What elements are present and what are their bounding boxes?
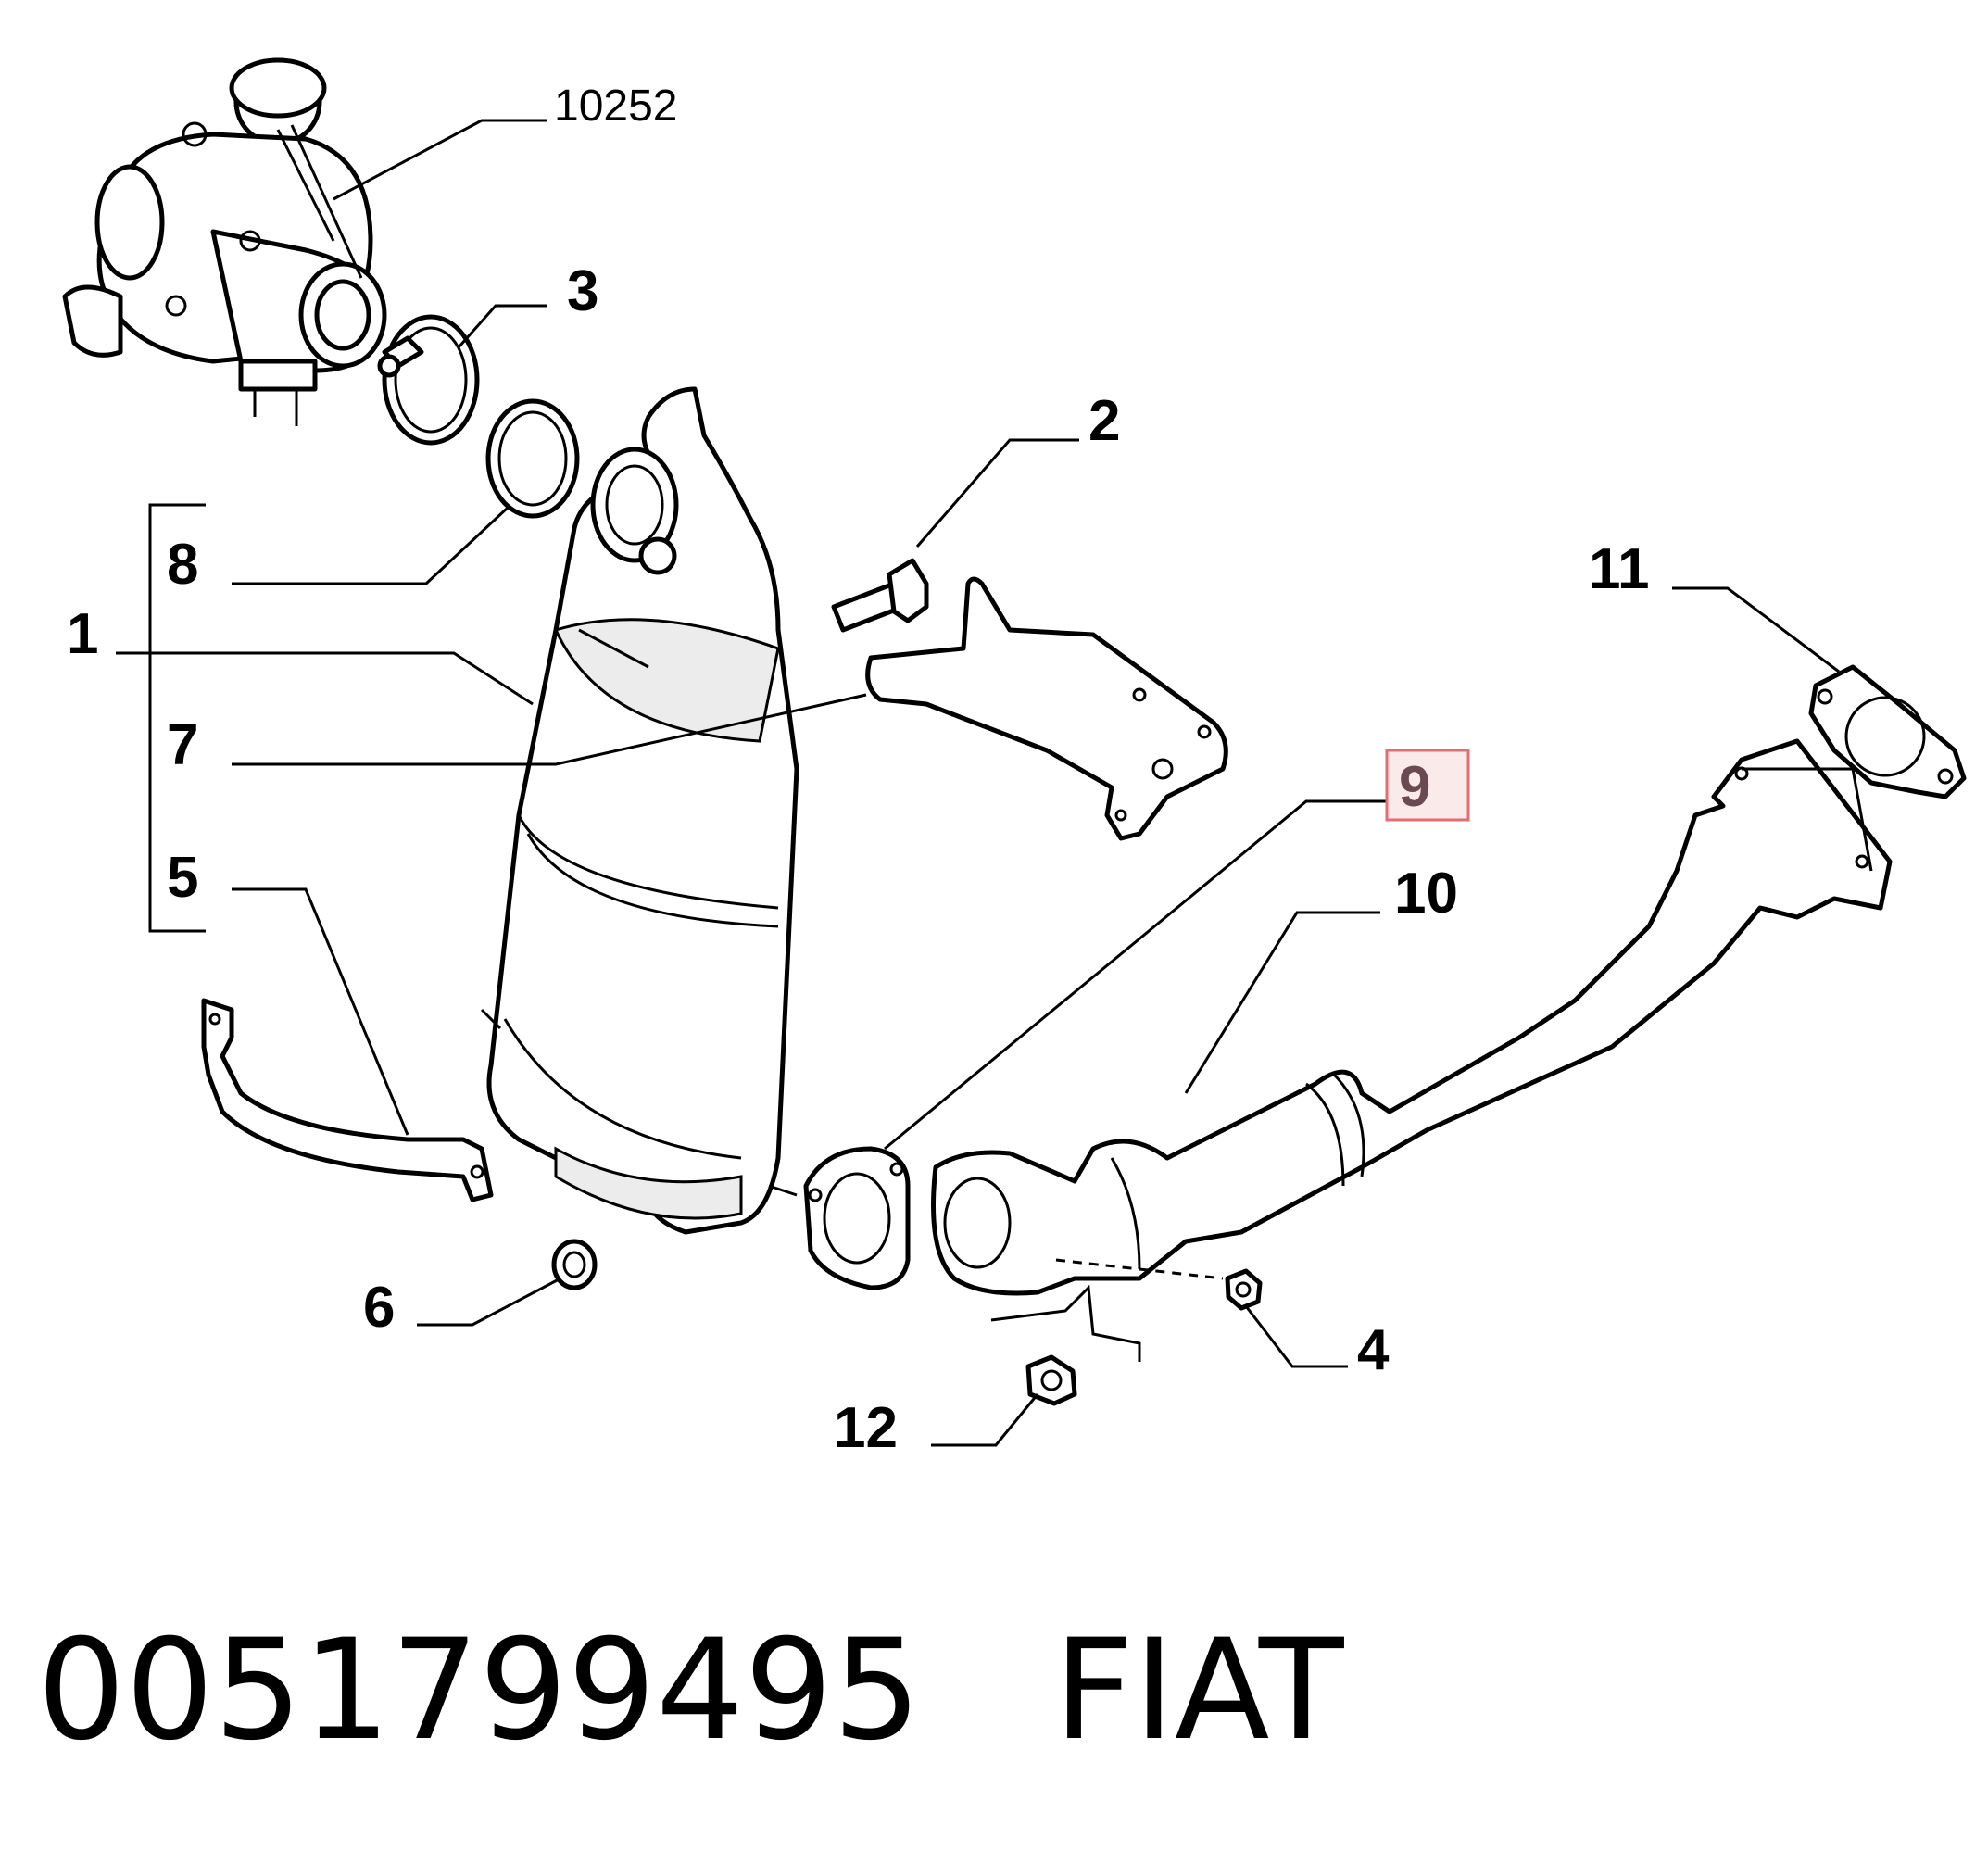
callout-1[interactable]: 1 bbox=[67, 602, 98, 666]
callout-9[interactable]: 9 bbox=[1399, 755, 1430, 819]
callout-10[interactable]: 10 bbox=[1394, 862, 1458, 925]
callout-12[interactable]: 12 bbox=[834, 1396, 898, 1460]
turbocharger-drawing bbox=[62, 57, 387, 426]
intermediate-pipe-drawing bbox=[931, 738, 1893, 1296]
catalytic-converter-drawing bbox=[480, 386, 799, 1235]
group-bracket bbox=[148, 503, 206, 933]
callout-8[interactable]: 8 bbox=[167, 533, 198, 597]
callout-4[interactable]: 4 bbox=[1357, 1318, 1390, 1382]
pipe-gasket-drawing bbox=[1808, 664, 1967, 799]
callout-7[interactable]: 7 bbox=[167, 713, 198, 777]
callout-11[interactable]: 11 bbox=[1589, 537, 1650, 601]
brand-name: FIAT bbox=[1053, 1610, 1344, 1771]
highlight-box-9 bbox=[1385, 749, 1470, 822]
callout-3[interactable]: 3 bbox=[567, 259, 598, 323]
nut-small-drawing bbox=[1225, 1268, 1263, 1311]
callout-5[interactable]: 5 bbox=[167, 846, 198, 910]
gasket-ring-drawing bbox=[485, 398, 580, 519]
callout-2[interactable]: 2 bbox=[1088, 389, 1120, 453]
leader-lines bbox=[116, 119, 1840, 1447]
callout-6[interactable]: 6 bbox=[363, 1276, 395, 1340]
flange-gasket-drawing bbox=[803, 1146, 911, 1290]
clamp-drawing bbox=[377, 314, 480, 446]
washer-drawing bbox=[551, 1239, 598, 1290]
bolt-drawing bbox=[831, 558, 929, 633]
part-number: 0051799495 bbox=[37, 1610, 922, 1771]
nut-drawing bbox=[990, 1284, 1141, 1406]
callout-10252[interactable]: 10252 bbox=[554, 82, 677, 131]
part-number-footer: 0051799495 FIAT bbox=[37, 1621, 1344, 1760]
support-strap-drawing bbox=[201, 998, 494, 1202]
bracket-drawing bbox=[865, 576, 1228, 841]
